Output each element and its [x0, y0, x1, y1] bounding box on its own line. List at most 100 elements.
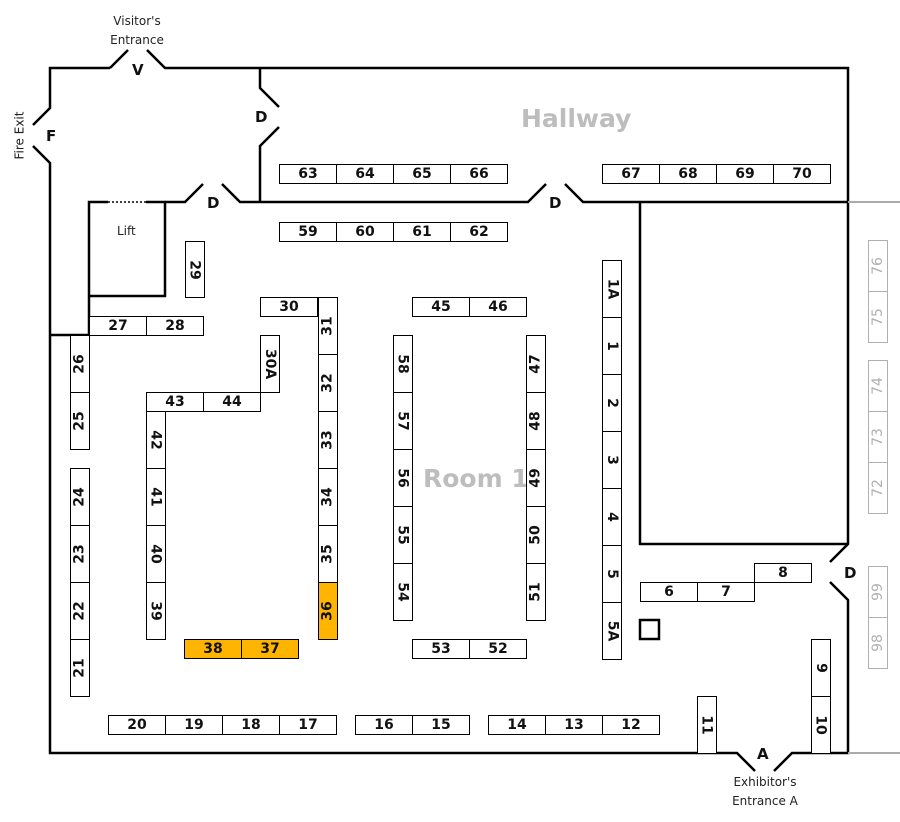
booth-44[interactable]: 44	[203, 392, 261, 412]
booth-63[interactable]: 63	[279, 164, 337, 184]
booth-58[interactable]: 58	[393, 335, 413, 393]
booth-14[interactable]: 14	[488, 715, 546, 735]
booth-74[interactable]: 74	[868, 360, 888, 412]
booth-50[interactable]: 50	[526, 506, 546, 564]
booth-number: 1A	[604, 278, 621, 300]
booth-65[interactable]: 65	[393, 164, 451, 184]
booth-4[interactable]: 4	[602, 488, 622, 546]
booth-19[interactable]: 19	[165, 715, 223, 735]
booth-36[interactable]: 36	[318, 582, 338, 640]
booth-34[interactable]: 34	[318, 468, 338, 526]
booth-1[interactable]: 1	[602, 317, 622, 375]
booth-69[interactable]: 69	[716, 164, 774, 184]
booth-31[interactable]: 31	[318, 297, 338, 355]
booth-40[interactable]: 40	[146, 525, 166, 583]
booth-number: 17	[298, 717, 318, 733]
booth-62[interactable]: 62	[450, 222, 508, 242]
booth-number: 30	[279, 299, 299, 315]
door-room1-north[interactable]: D	[549, 194, 562, 212]
booth-64[interactable]: 64	[336, 164, 394, 184]
door-lift-lobby[interactable]: D	[207, 194, 220, 212]
booth-54[interactable]: 54	[393, 563, 413, 621]
booth-26[interactable]: 26	[70, 335, 90, 393]
exhibitor-entrance-door[interactable]: A	[757, 745, 769, 763]
booth-3[interactable]: 3	[602, 431, 622, 489]
booth-38[interactable]: 38	[184, 639, 242, 659]
booth-30A[interactable]: 30A	[260, 335, 280, 393]
booth-57[interactable]: 57	[393, 392, 413, 450]
booth-17[interactable]: 17	[279, 715, 337, 735]
booth-1A[interactable]: 1A	[602, 260, 622, 318]
booth-29[interactable]: 29	[185, 241, 205, 298]
booth-70[interactable]: 70	[773, 164, 831, 184]
booth-5A[interactable]: 5A	[602, 602, 622, 660]
room1-label: Room 1	[423, 464, 529, 493]
booth-33[interactable]: 33	[318, 411, 338, 469]
booth-68[interactable]: 68	[659, 164, 717, 184]
booth-61[interactable]: 61	[393, 222, 451, 242]
booth-48[interactable]: 48	[526, 392, 546, 450]
booth-number: 48	[528, 411, 545, 431]
booth-13[interactable]: 13	[545, 715, 603, 735]
booth-10[interactable]: 10	[811, 696, 831, 754]
visitor-entrance-door[interactable]: V	[132, 61, 144, 79]
door-room1-east[interactable]: D	[844, 564, 857, 582]
booth-59[interactable]: 59	[279, 222, 337, 242]
booth-30[interactable]: 30	[260, 297, 318, 317]
booth-20[interactable]: 20	[108, 715, 166, 735]
door-hallway-west[interactable]: D	[255, 108, 268, 126]
booth-75[interactable]: 75	[868, 291, 888, 343]
booth-7[interactable]: 7	[697, 582, 755, 602]
booth-35[interactable]: 35	[318, 525, 338, 583]
booth-42[interactable]: 42	[146, 411, 166, 469]
booth-73[interactable]: 73	[868, 411, 888, 463]
booth-46[interactable]: 46	[469, 297, 527, 317]
booth-number: 66	[469, 166, 489, 182]
booth-41[interactable]: 41	[146, 468, 166, 526]
booth-27[interactable]: 27	[89, 316, 147, 336]
booth-2[interactable]: 2	[602, 374, 622, 432]
booth-23[interactable]: 23	[70, 525, 90, 583]
booth-18[interactable]: 18	[222, 715, 280, 735]
booth-21[interactable]: 21	[70, 639, 90, 697]
booth-32[interactable]: 32	[318, 354, 338, 412]
booth-5[interactable]: 5	[602, 545, 622, 603]
fire-exit-door[interactable]: F	[46, 127, 57, 145]
booth-25[interactable]: 25	[70, 392, 90, 450]
booth-53[interactable]: 53	[412, 639, 470, 659]
booth-52[interactable]: 52	[469, 639, 527, 659]
booth-67[interactable]: 67	[602, 164, 660, 184]
booth-55[interactable]: 55	[393, 506, 413, 564]
booth-98[interactable]: 98	[868, 617, 888, 669]
booth-37[interactable]: 37	[241, 639, 299, 659]
booth-24[interactable]: 24	[70, 468, 90, 526]
booth-number: 2	[604, 398, 620, 408]
booth-49[interactable]: 49	[526, 449, 546, 507]
booth-76[interactable]: 76	[868, 240, 888, 292]
booth-9[interactable]: 9	[811, 639, 831, 697]
booth-12[interactable]: 12	[602, 715, 660, 735]
booth-43[interactable]: 43	[146, 392, 204, 412]
booth-66[interactable]: 66	[450, 164, 508, 184]
booth-number: 51	[528, 582, 545, 602]
booth-15[interactable]: 15	[412, 715, 470, 735]
booth-16[interactable]: 16	[355, 715, 413, 735]
booth-28[interactable]: 28	[146, 316, 204, 336]
booth-72[interactable]: 72	[868, 462, 888, 514]
booth-number: 45	[431, 299, 451, 315]
booth-56[interactable]: 56	[393, 449, 413, 507]
booth-number: 75	[869, 308, 886, 326]
booth-47[interactable]: 47	[526, 335, 546, 393]
booth-39[interactable]: 39	[146, 582, 166, 640]
booth-number: 59	[298, 224, 318, 240]
booth-51[interactable]: 51	[526, 563, 546, 621]
booth-number: 49	[528, 468, 545, 488]
booth-99[interactable]: 99	[868, 566, 888, 618]
booth-60[interactable]: 60	[336, 222, 394, 242]
booth-45[interactable]: 45	[412, 297, 470, 317]
booth-6[interactable]: 6	[640, 582, 698, 602]
booth-8[interactable]: 8	[754, 563, 812, 583]
booth-11[interactable]: 11	[697, 696, 717, 754]
booth-22[interactable]: 22	[70, 582, 90, 640]
booth-number: 99	[869, 583, 886, 601]
